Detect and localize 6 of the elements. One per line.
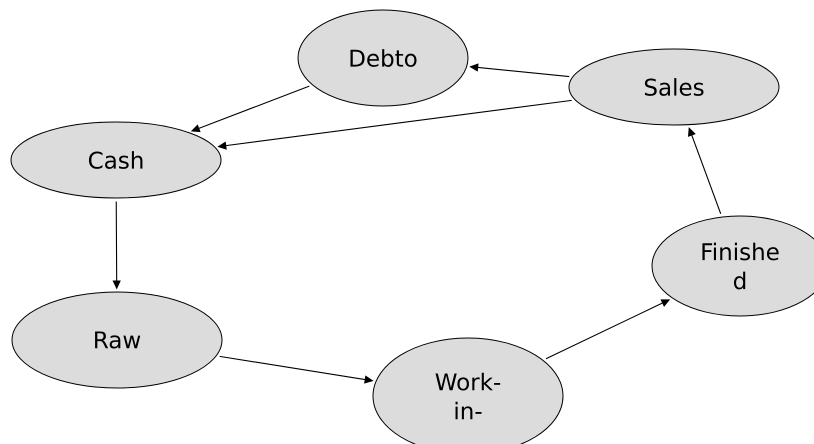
ellipse-node: Cash	[10, 122, 222, 198]
ellipse-node: Debto	[298, 10, 468, 106]
ellipse-node: Finishe d	[652, 216, 814, 316]
ellipse-node: Work- in-	[372, 338, 564, 444]
ellipse-node: Raw	[12, 292, 222, 388]
ellipse-node: Sales	[568, 48, 780, 126]
